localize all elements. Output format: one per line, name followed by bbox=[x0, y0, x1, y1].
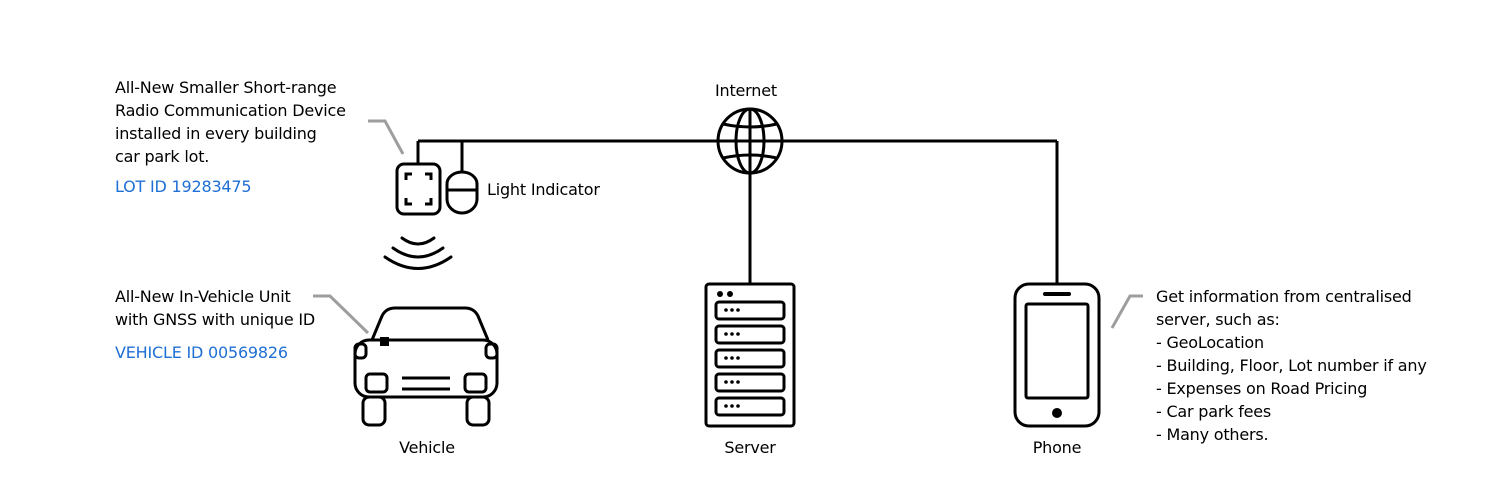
signal-waves-icon bbox=[383, 236, 453, 270]
phone-home-button bbox=[1052, 408, 1062, 418]
smartphone-icon bbox=[1013, 282, 1101, 428]
annotation-line: Get information from centralised bbox=[1156, 287, 1412, 306]
annotation-line: server, such as: bbox=[1156, 310, 1280, 329]
annotation-line: - Car park fees bbox=[1156, 402, 1272, 421]
vehicle-unit-leader bbox=[313, 294, 370, 335]
in-vehicle-unit-marker bbox=[380, 337, 389, 346]
vehicle-label: Vehicle bbox=[399, 438, 455, 457]
server-rack-icon bbox=[704, 282, 796, 428]
annotation-line: - Expenses on Road Pricing bbox=[1156, 379, 1368, 398]
radio-device-icon bbox=[395, 162, 442, 216]
annotation-line: All-New Smaller Short-range bbox=[115, 78, 337, 97]
annotation-line: - Building, Floor, Lot number if any bbox=[1156, 356, 1427, 375]
light-indicator-icon bbox=[445, 170, 479, 215]
annotation-line: Radio Communication Device bbox=[115, 101, 346, 120]
annotation-line: car park lot. bbox=[115, 147, 210, 166]
annotation-line: with GNSS with unique ID bbox=[115, 310, 316, 329]
server-indicator-dots bbox=[717, 291, 740, 408]
globe-icon bbox=[716, 107, 784, 175]
annotation-line: - GeoLocation bbox=[1156, 333, 1264, 352]
light-indicator-label: Light Indicator bbox=[487, 180, 600, 199]
phone-label: Phone bbox=[1032, 438, 1082, 457]
vehicle-id-text: VEHICLE ID 00569826 bbox=[115, 343, 288, 362]
server-label: Server bbox=[724, 438, 776, 457]
annotation-line: - Many others. bbox=[1156, 425, 1269, 444]
annotation-line: All-New In-Vehicle Unit bbox=[115, 287, 291, 306]
internet-label: Internet bbox=[715, 81, 777, 100]
annotation-line: installed in every building bbox=[115, 124, 317, 143]
phone-info-leader bbox=[1110, 294, 1143, 329]
lot-id-text: LOT ID 19283475 bbox=[115, 177, 252, 196]
radio-device-leader bbox=[368, 119, 405, 155]
leader-lines bbox=[313, 119, 1143, 335]
car-icon bbox=[353, 306, 499, 427]
